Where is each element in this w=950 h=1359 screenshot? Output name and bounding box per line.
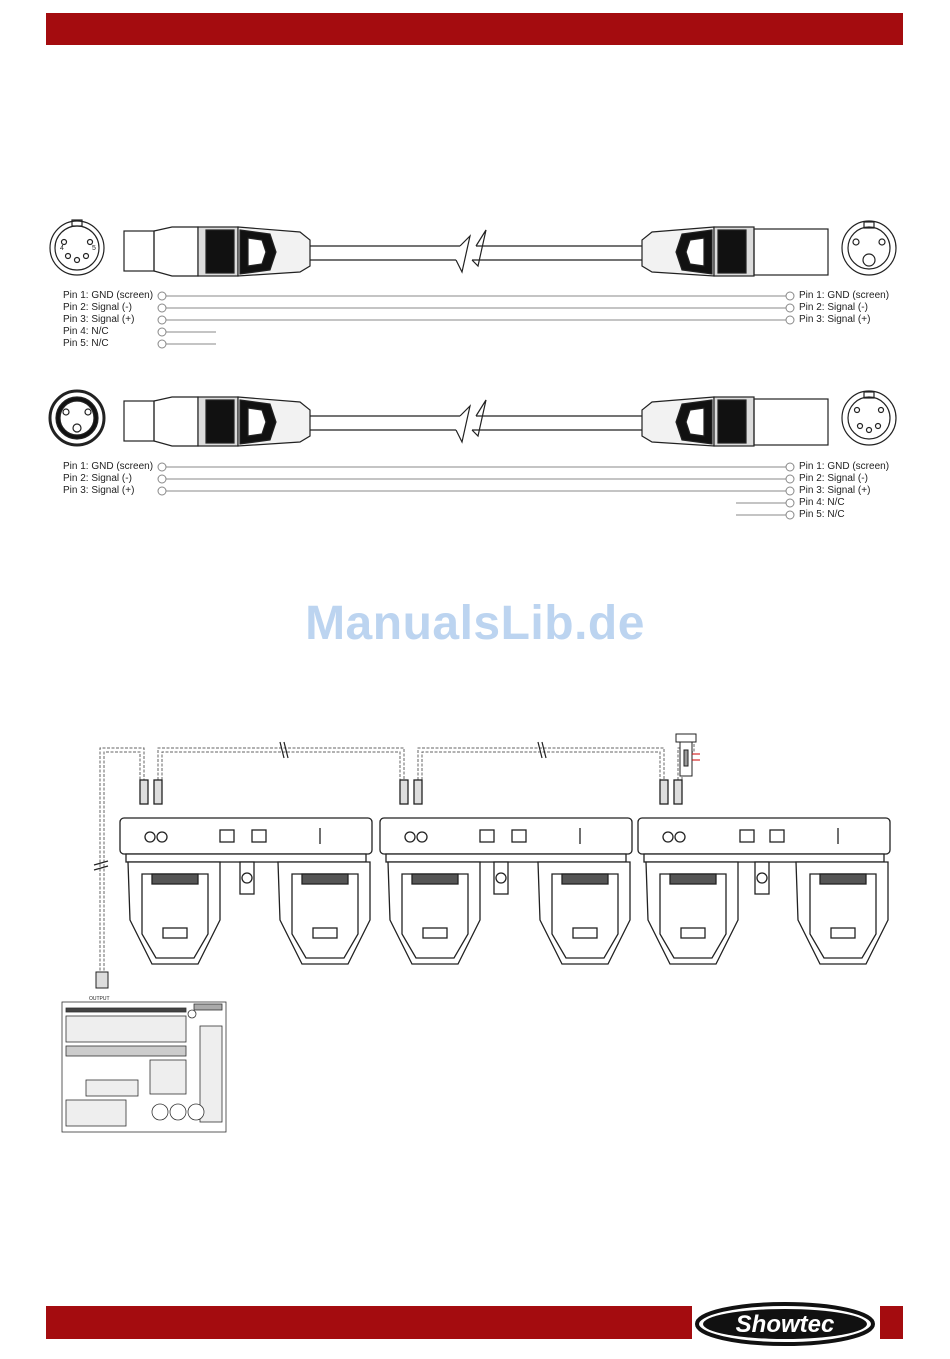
xlr3-male-front-icon xyxy=(841,220,897,276)
cable1-right-pin-1: Pin 1: GND (screen) xyxy=(799,290,890,301)
xlr-female-plug xyxy=(123,396,311,447)
cable1-left-pin-1: Pin 1: GND (screen) xyxy=(63,290,154,301)
cable-1-drawing: 4 5 xyxy=(49,219,897,277)
controller-xlr-plug xyxy=(95,971,109,989)
footer-bar-right xyxy=(880,1306,903,1339)
showtec-logo: Showtec xyxy=(695,1302,875,1346)
xlr3-female-front-icon xyxy=(48,389,106,447)
cable1-left-pin-2: Pin 2: Signal (-) xyxy=(63,302,132,313)
xlr-female-plug xyxy=(123,226,311,277)
xlr-male-plug xyxy=(641,396,829,447)
cable1-left-pin-3: Pin 3: Signal (+) xyxy=(63,314,135,325)
header-bar xyxy=(46,13,903,45)
cable-2-wiring xyxy=(157,462,795,520)
output-label: OUTPUT xyxy=(89,996,110,1002)
cable1-left-pin-5: Pin 5: N/C xyxy=(63,338,109,349)
watermark: ManualsLib.de xyxy=(305,597,645,650)
cable1-left-pin-4: Pin 4: N/C xyxy=(63,326,109,337)
xlr5-male-front-icon xyxy=(841,390,897,446)
cable2-right-pin-4: Pin 4: N/C xyxy=(799,497,845,508)
svg-text:5: 5 xyxy=(92,245,96,252)
cable2-right-pin-1: Pin 1: GND (screen) xyxy=(799,461,890,472)
cable-line xyxy=(310,229,642,274)
dmx-controller-icon xyxy=(61,1001,227,1133)
cable2-right-pin-5: Pin 5: N/C xyxy=(799,509,845,520)
fixture-bar-3 xyxy=(637,779,891,965)
logo-text: Showtec xyxy=(736,1311,835,1338)
cable1-right-pin-3: Pin 3: Signal (+) xyxy=(799,314,871,325)
cable2-left-pin-2: Pin 2: Signal (-) xyxy=(63,473,132,484)
break-marks xyxy=(93,741,547,871)
cable2-left-pin-3: Pin 3: Signal (+) xyxy=(63,485,135,496)
xlr-male-plug xyxy=(641,226,829,277)
fixture-bar-1 xyxy=(119,779,373,965)
xlr5-female-front-icon: 4 5 xyxy=(49,219,105,276)
cable-1-wiring xyxy=(157,291,795,349)
dmx-chain-diagram: OUTPUT xyxy=(61,733,891,1133)
fixture-bar-2 xyxy=(379,779,633,965)
footer-bar xyxy=(46,1306,692,1339)
cable2-left-pin-1: Pin 1: GND (screen) xyxy=(63,461,154,472)
svg-text:4: 4 xyxy=(60,245,64,252)
cable-2-drawing xyxy=(48,389,897,447)
cable2-right-pin-3: Pin 3: Signal (+) xyxy=(799,485,871,496)
cable-line xyxy=(310,399,642,444)
dmx-terminator-icon xyxy=(675,733,700,777)
cable2-right-pin-2: Pin 2: Signal (-) xyxy=(799,473,868,484)
cable1-right-pin-2: Pin 2: Signal (-) xyxy=(799,302,868,313)
